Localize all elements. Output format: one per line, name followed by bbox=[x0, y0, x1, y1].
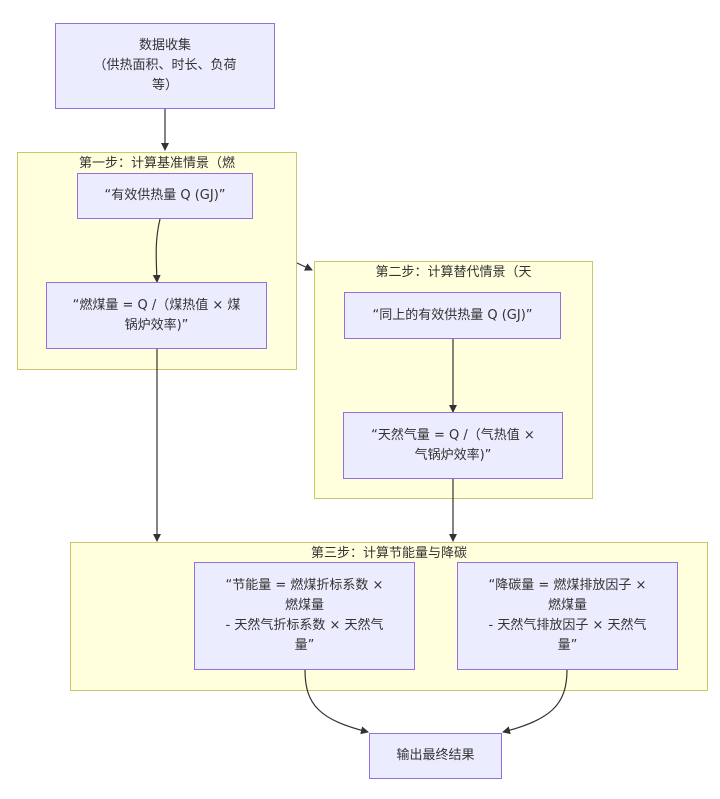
node-step2-gas-amount[interactable]: “天然气量 = Q /（气热值 × 气锅炉效率)” bbox=[343, 412, 563, 479]
cluster-step2-label: 第二步：计算替代情景（天 然气）能耗 bbox=[375, 265, 532, 280]
cluster-step1-label: 第一步：计算基准情景（燃 bbox=[78, 156, 235, 171]
cluster-step3-label: 第三步：计算节能量与降碳 bbox=[310, 546, 467, 561]
node-step3-energy-saving[interactable]: “节能量 = 燃煤折标系数 × 燃煤量 - 天然气折标系数 × 天然气 量” bbox=[194, 562, 415, 670]
node-data-collect[interactable]: 数据收集 （供热面积、时长、负荷 等） bbox=[55, 23, 275, 109]
node-step2-effective-heat[interactable]: “同上的有效供热量 Q (GJ)” bbox=[344, 292, 561, 339]
node-step1-coal-amount[interactable]: “燃煤量 = Q /（煤热值 × 煤 锅炉效率)” bbox=[46, 282, 267, 349]
edge-step1-to-step2 bbox=[296, 262, 313, 271]
node-step3-carbon-reduction[interactable]: “降碳量 = 燃煤排放因子 × 燃煤量 - 天然气排放因子 × 天然气 量” bbox=[457, 562, 678, 670]
node-step1-effective-heat[interactable]: “有效供热量 Q (GJ)” bbox=[77, 173, 253, 219]
node-output[interactable]: 输出最终结果 bbox=[369, 733, 502, 779]
